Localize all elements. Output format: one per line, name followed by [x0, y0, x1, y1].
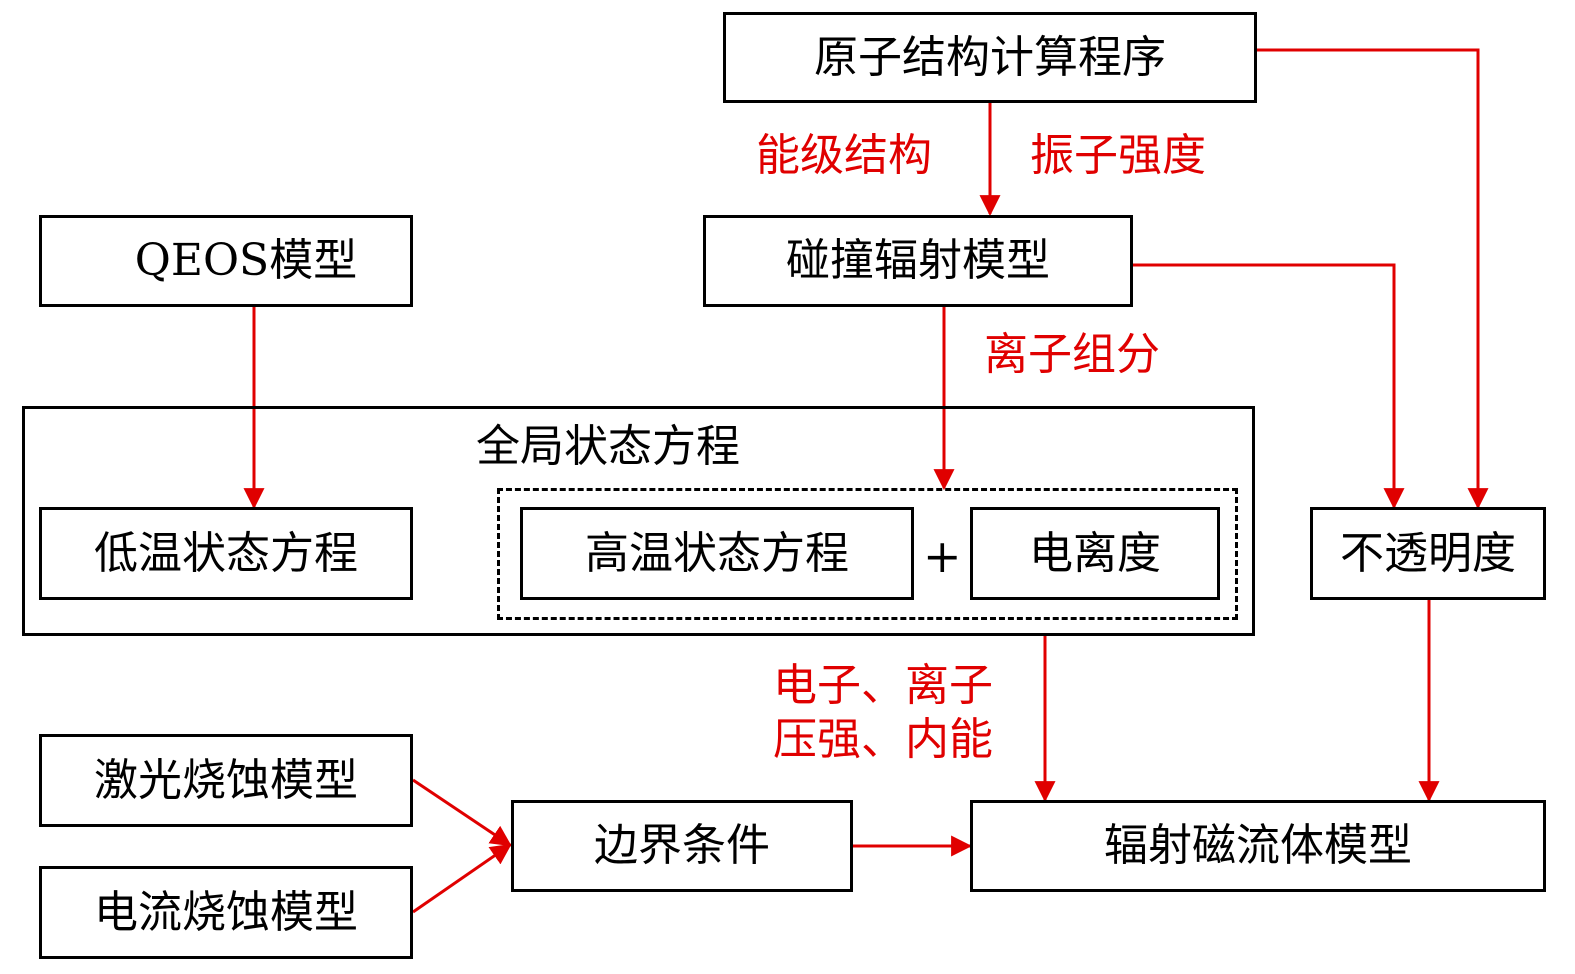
pressure-label-line1: 电子、离子 [773, 660, 993, 711]
ionization-box: 电离度 [970, 507, 1220, 600]
arrow-current-to-boundary [412, 843, 512, 914]
high-temp-eos-label: 高温状态方程 [585, 527, 849, 579]
oscillator-strength-label: 振子强度 [1030, 130, 1206, 181]
current-ablation-label: 电流烧蚀模型 [94, 886, 358, 938]
current-ablation-box: 电流烧蚀模型 [39, 866, 413, 959]
global-eos-title: 全局状态方程 [476, 421, 740, 472]
qeos-label: QEOS模型 [134, 235, 358, 286]
atomic-structure-box: 原子结构计算程序 [723, 12, 1257, 103]
rmhd-box: 辐射磁流体模型 [970, 800, 1546, 892]
high-temp-dashed-group [497, 488, 1238, 620]
arrow-collisional-to-opacity [1132, 263, 1405, 510]
boundary-conditions-box: 边界条件 [511, 800, 853, 892]
rmhd-label: 辐射磁流体模型 [1104, 820, 1412, 871]
laser-ablation-box: 激光烧蚀模型 [39, 734, 413, 827]
ionization-label: 电离度 [1029, 527, 1161, 579]
global-eos-group [22, 406, 1255, 636]
ion-fraction-label: 离子组分 [984, 329, 1160, 380]
opacity-label: 不透明度 [1340, 527, 1516, 579]
energy-levels-label: 能级结构 [756, 130, 932, 181]
opacity-box: 不透明度 [1310, 507, 1546, 600]
arrow-atomic-to-opacity [1256, 48, 1489, 510]
pressure-label-line2: 压强、内能 [773, 714, 993, 765]
low-temp-eos-label: 低温状态方程 [94, 527, 358, 579]
arrow-laser-to-boundary [412, 778, 512, 847]
plus-sign: + [923, 529, 962, 583]
atomic-structure-label: 原子结构计算程序 [814, 31, 1166, 83]
collisional-radiative-label: 碰撞辐射模型 [786, 235, 1050, 286]
low-temp-eos-box: 低温状态方程 [39, 507, 413, 600]
qeos-box: QEOS模型 [39, 215, 413, 307]
laser-ablation-label: 激光烧蚀模型 [94, 754, 358, 806]
collisional-radiative-box: 碰撞辐射模型 [703, 215, 1133, 307]
high-temp-eos-box: 高温状态方程 [520, 507, 914, 600]
boundary-conditions-label: 边界条件 [594, 820, 770, 871]
